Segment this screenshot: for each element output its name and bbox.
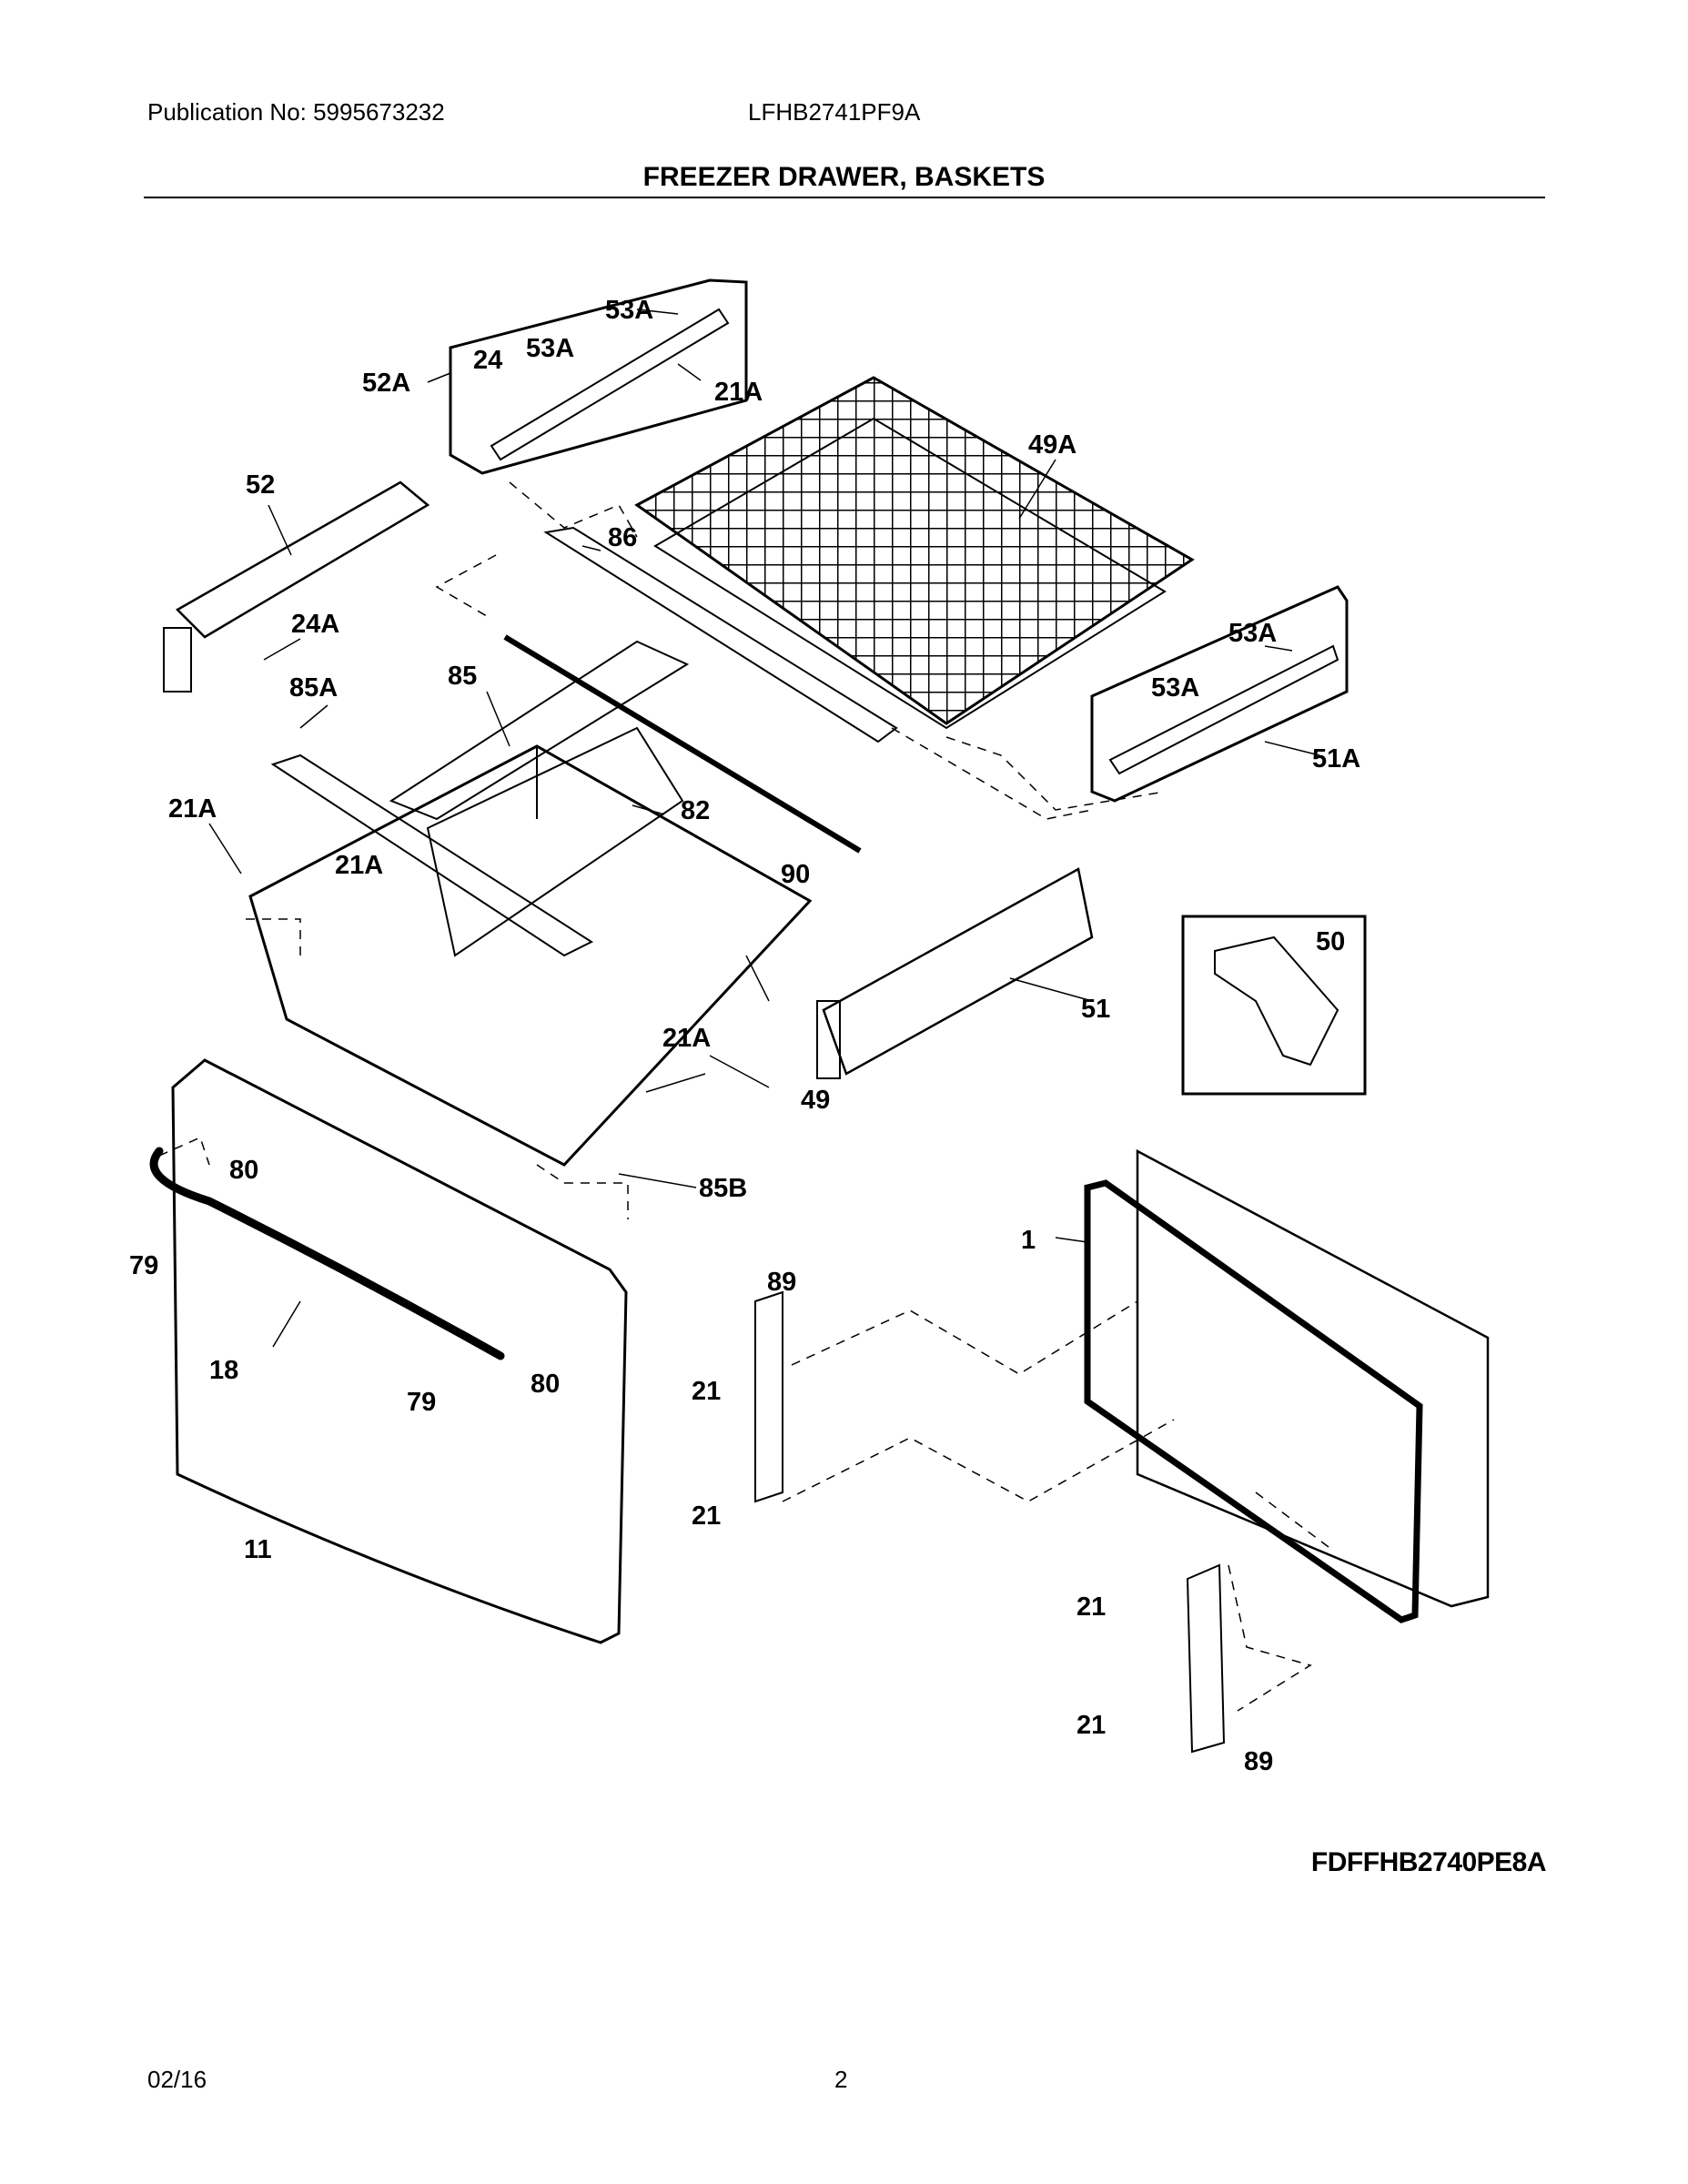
handle-18 bbox=[149, 1147, 505, 1360]
callout-label: 51A bbox=[1312, 744, 1360, 774]
callout-label: 53A bbox=[1228, 619, 1277, 648]
rail-51a-part bbox=[1108, 644, 1339, 775]
title-rule bbox=[144, 197, 1545, 198]
drawer-bin-49 bbox=[248, 744, 813, 1167]
callout-label: 49A bbox=[1028, 430, 1076, 460]
hinge-bracket-89-right bbox=[1186, 1563, 1226, 1754]
callout-label: 1 bbox=[1021, 1226, 1036, 1255]
callout-label: 21 bbox=[1076, 1711, 1106, 1740]
callout-label: 82 bbox=[681, 796, 710, 825]
callout-label: 52 bbox=[246, 470, 275, 500]
callout-label: 21 bbox=[692, 1502, 721, 1531]
divider-rod-90 bbox=[503, 634, 862, 854]
callout-label: 80 bbox=[229, 1156, 258, 1185]
door-liner bbox=[1136, 1148, 1490, 1608]
callout-label: 21 bbox=[1076, 1592, 1106, 1622]
assembly-dash-lines bbox=[158, 481, 1329, 1712]
callout-leaders bbox=[208, 308, 1320, 1348]
callout-label: 51 bbox=[1081, 995, 1110, 1024]
footer-date: 02/16 bbox=[147, 2066, 207, 2093]
callout-label: 80 bbox=[531, 1370, 560, 1399]
callout-label: 18 bbox=[209, 1356, 238, 1385]
divider-bar-85a bbox=[270, 753, 594, 957]
sub-basket-82 bbox=[426, 726, 684, 957]
page-title: FREEZER DRAWER, BASKETS bbox=[642, 162, 1046, 192]
callout-label: 21A bbox=[714, 378, 763, 407]
callout-label: 52A bbox=[362, 369, 410, 398]
page-number: 2 bbox=[834, 2066, 848, 2093]
publication-number: Publication No: 5995673232 bbox=[147, 98, 445, 126]
model-number: LFHB2741PF9A bbox=[748, 98, 921, 126]
callout-label: 86 bbox=[608, 523, 637, 552]
slide-bracket-51 bbox=[816, 1000, 841, 1079]
detail-box-50 bbox=[1181, 915, 1367, 1096]
callout-label: 49 bbox=[801, 1086, 830, 1115]
callout-label: 21A bbox=[335, 851, 383, 880]
slide-rail-51 bbox=[822, 867, 1094, 1076]
callout-label: 89 bbox=[1244, 1747, 1273, 1776]
callout-label: 85 bbox=[448, 662, 477, 691]
hinge-bracket-89-left bbox=[754, 1290, 783, 1503]
callout-label: 85B bbox=[699, 1174, 747, 1203]
callout-label: 79 bbox=[407, 1388, 436, 1417]
door-gasket-1 bbox=[1084, 1179, 1423, 1623]
callout-label: 90 bbox=[781, 860, 810, 889]
wire-basket-49a bbox=[634, 376, 1195, 730]
callout-label: 53A bbox=[526, 334, 574, 363]
callout-label: 21A bbox=[168, 794, 217, 824]
callout-label: 11 bbox=[244, 1535, 272, 1564]
callout-numbers: 53A 24 53A 52A 21A 49A 52 86 24A 53A 85A… bbox=[129, 296, 1360, 1776]
divider-bar-85 bbox=[389, 640, 690, 821]
kit-box-52a bbox=[449, 278, 748, 475]
slide-rail-52 bbox=[175, 480, 430, 639]
drawer-front-11 bbox=[171, 1058, 628, 1644]
callout-label: 21A bbox=[662, 1024, 711, 1053]
slide-bracket-52 bbox=[163, 627, 192, 693]
callout-label: 53A bbox=[1151, 673, 1199, 703]
callout-label: 50 bbox=[1316, 927, 1345, 956]
callout-label: 85A bbox=[289, 673, 338, 703]
basket-trim-86 bbox=[543, 526, 898, 743]
callout-label: 79 bbox=[129, 1251, 158, 1280]
callout-label: 89 bbox=[767, 1268, 796, 1297]
kit-box-51a bbox=[1090, 585, 1349, 803]
callout-label: 21 bbox=[692, 1377, 721, 1406]
rail-52a-part bbox=[490, 308, 730, 461]
diagram-code: FDFFHB2740PE8A bbox=[1310, 1847, 1547, 1877]
callout-label: 24 bbox=[473, 346, 502, 375]
callout-label: 53A bbox=[605, 296, 653, 325]
clip-part-50 bbox=[1214, 935, 1339, 1067]
callout-label: 24A bbox=[291, 610, 339, 639]
